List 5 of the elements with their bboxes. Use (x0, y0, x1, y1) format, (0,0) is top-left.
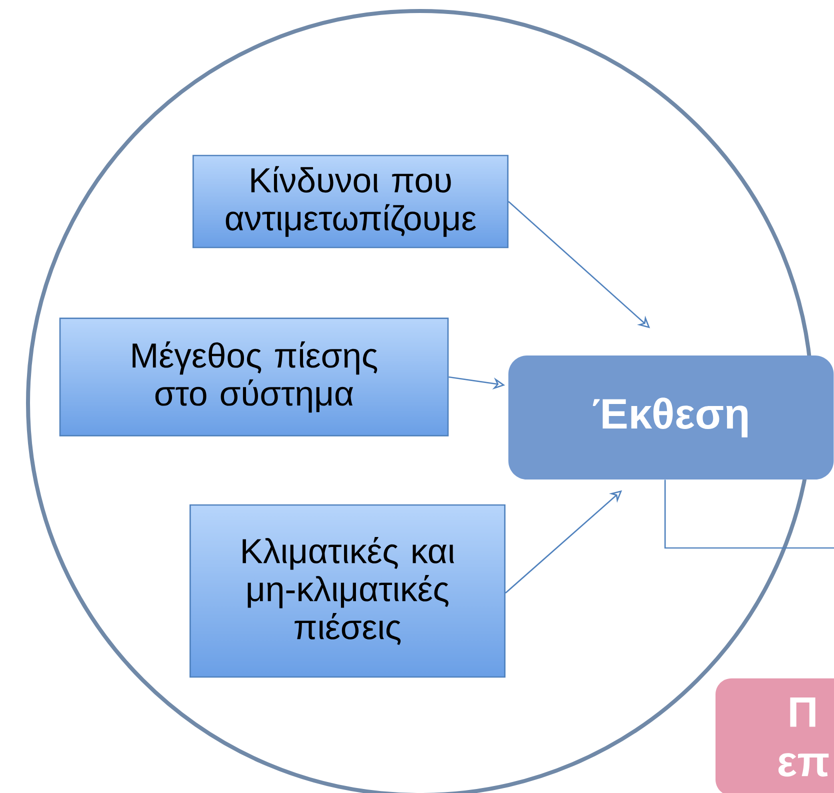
process-box: Μέγεθος πίεσης στο σύστημα (59, 318, 449, 436)
process-box: Κλιματικές και μη-κλιματικές πιέσεις (190, 504, 506, 678)
partial-box: Π επ (716, 678, 834, 793)
process-box: Κίνδυνοι που αντιμετωπίζουμε (192, 154, 508, 248)
main-box: Έκθεση (508, 356, 834, 480)
